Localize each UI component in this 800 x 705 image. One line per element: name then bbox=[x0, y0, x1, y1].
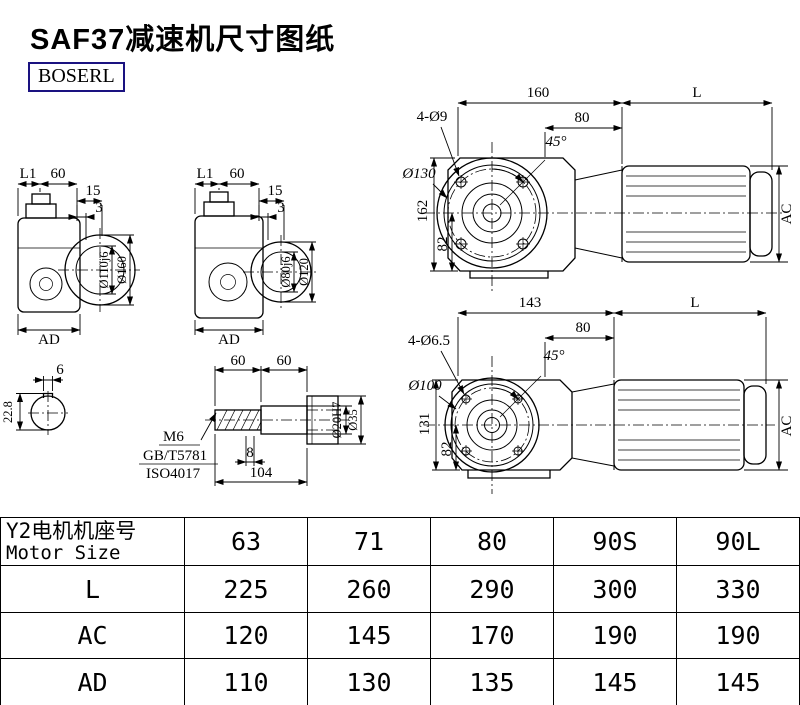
gear-housing bbox=[447, 157, 576, 272]
housing-boss-circle bbox=[29, 267, 63, 301]
row-label-AD: AD bbox=[0, 659, 185, 705]
dim-82-label: 82 bbox=[435, 237, 451, 252]
fan-cover bbox=[743, 385, 767, 465]
dim-angle-label: 45° bbox=[544, 348, 565, 364]
dim-L-label: L bbox=[692, 85, 701, 101]
callout-gb-label: GB/T5781 bbox=[143, 448, 207, 464]
gear-housing bbox=[194, 215, 264, 319]
row-label-L: L bbox=[0, 566, 185, 612]
hub-section bbox=[306, 395, 339, 445]
side-view-1: L1 60 15 3 Ø110j6 Ø160 AD bbox=[17, 166, 140, 348]
dim-ad-label: AD bbox=[38, 332, 60, 348]
dim-l1-label: L1 bbox=[197, 166, 214, 182]
front-view-2: 143 L 80 4-Ø6.5 45° Ø100 131 82 bbox=[407, 295, 795, 494]
AD-80: 135 bbox=[431, 659, 554, 705]
dim-80-label: 80 bbox=[575, 110, 590, 126]
dim-143-label: 143 bbox=[519, 295, 542, 311]
dim-82-label: 82 bbox=[439, 442, 455, 457]
dim-holes-label: 4-Ø6.5 bbox=[408, 333, 450, 349]
input-shaft-cap bbox=[209, 191, 229, 203]
dim-3-label: 3 bbox=[95, 200, 103, 216]
dim-60b-label: 60 bbox=[277, 353, 292, 369]
dim-l1-label: L1 bbox=[20, 166, 37, 182]
size-90S: 90S bbox=[554, 518, 677, 565]
brand-logo-text: BOSERL bbox=[38, 65, 115, 87]
size-80: 80 bbox=[431, 518, 554, 565]
dim-angle-label: 45° bbox=[546, 134, 567, 150]
AD-63: 110 bbox=[185, 659, 308, 705]
dimension-table: Y2电机机座号 Motor Size 63 71 80 90S 90L L 22… bbox=[0, 517, 800, 705]
dim-L-label: L bbox=[690, 295, 699, 311]
dim-131-label: 131 bbox=[417, 413, 433, 436]
table-row-motor-size: Y2电机机座号 Motor Size 63 71 80 90S 90L bbox=[0, 518, 800, 566]
dim-228-label: 22.8 bbox=[1, 401, 15, 423]
shaft-cross-section: 6 22.8 bbox=[1, 362, 68, 435]
callout-m6-label: M6 bbox=[163, 429, 184, 445]
AC-63: 120 bbox=[185, 613, 308, 658]
motor-size-header: Y2电机机座号 Motor Size bbox=[0, 518, 185, 565]
motor-size-header-cn: Y2电机机座号 bbox=[6, 518, 137, 543]
input-bearing-housing bbox=[203, 201, 235, 217]
shaft-detail: 60 60 8 104 M6 GB/T5781 ISO4017 Ø20H7 bbox=[139, 353, 366, 486]
dim-60-label: 60 bbox=[51, 166, 66, 182]
side-view-2: L1 60 15 3 Ø80j6 Ø120 AD bbox=[194, 166, 318, 348]
size-90L: 90L bbox=[677, 518, 800, 565]
dim-ac-label: AC bbox=[779, 204, 795, 225]
AD-71: 130 bbox=[308, 659, 431, 705]
fan-cover bbox=[749, 171, 773, 257]
dim-6-label: 6 bbox=[56, 362, 64, 378]
dim-dia110-label: Ø110j6 bbox=[97, 251, 111, 288]
input-shaft-cap bbox=[31, 193, 51, 205]
dim-dia80-label: Ø80j6 bbox=[279, 256, 293, 287]
dim-dia130-label: Ø130 bbox=[401, 166, 436, 182]
AC-80: 170 bbox=[431, 613, 554, 658]
AC-90L: 190 bbox=[677, 613, 800, 658]
dim-dia20-label: Ø20H7 bbox=[330, 402, 344, 439]
motor-body bbox=[621, 165, 751, 263]
table-row-L: L 225 260 290 300 330 bbox=[0, 566, 800, 613]
technical-drawing-canvas: L1 60 15 3 Ø110j6 Ø160 AD bbox=[1, 85, 795, 494]
front-view-1: 160 L 80 4-Ø9 45° Ø130 162 82 bbox=[401, 85, 795, 292]
L-80: 290 bbox=[431, 566, 554, 612]
motor-adapter bbox=[574, 166, 623, 262]
AD-90S: 145 bbox=[554, 659, 677, 705]
L-71: 260 bbox=[308, 566, 431, 612]
L-90S: 300 bbox=[554, 566, 677, 612]
dim-15-label: 15 bbox=[268, 183, 283, 199]
dim-80-label: 80 bbox=[576, 320, 591, 336]
page-title: SAF37减速机尺寸图纸 bbox=[30, 24, 336, 56]
dim-60a-label: 60 bbox=[231, 353, 246, 369]
motor-size-header-en: Motor Size bbox=[6, 541, 121, 564]
AC-71: 145 bbox=[308, 613, 431, 658]
callout-iso-label: ISO4017 bbox=[146, 466, 201, 482]
dim-dia160-label: Ø160 bbox=[115, 256, 129, 284]
housing-boss-circle bbox=[208, 262, 248, 302]
size-71: 71 bbox=[308, 518, 431, 565]
dim-104-label: 104 bbox=[250, 465, 273, 481]
dim-3-label: 3 bbox=[277, 200, 285, 216]
L-63: 225 bbox=[185, 566, 308, 612]
brand-logo: BOSERL bbox=[28, 62, 125, 92]
dim-ad-label: AD bbox=[218, 332, 240, 348]
L-90L: 330 bbox=[677, 566, 800, 612]
AD-90L: 145 bbox=[677, 659, 800, 705]
dim-15-label: 15 bbox=[86, 183, 101, 199]
AC-90S: 190 bbox=[554, 613, 677, 658]
dim-162-label: 162 bbox=[415, 200, 431, 223]
dim-holes-label: 4-Ø9 bbox=[417, 109, 448, 125]
table-row-AD: AD 110 130 135 145 145 bbox=[0, 659, 800, 705]
table-row-AC: AC 120 145 170 190 190 bbox=[0, 613, 800, 659]
row-label-AC: AC bbox=[0, 613, 185, 658]
gear-housing bbox=[17, 217, 81, 313]
input-bearing-housing bbox=[25, 203, 57, 219]
dim-dia120-label: Ø120 bbox=[297, 258, 311, 286]
size-63: 63 bbox=[185, 518, 308, 565]
dim-160-label: 160 bbox=[527, 85, 550, 101]
dim-8-label: 8 bbox=[246, 445, 254, 461]
dim-60-label: 60 bbox=[230, 166, 245, 182]
dim-ac-label: AC bbox=[779, 416, 795, 437]
dim-dia35-label: Ø35 bbox=[346, 409, 360, 431]
